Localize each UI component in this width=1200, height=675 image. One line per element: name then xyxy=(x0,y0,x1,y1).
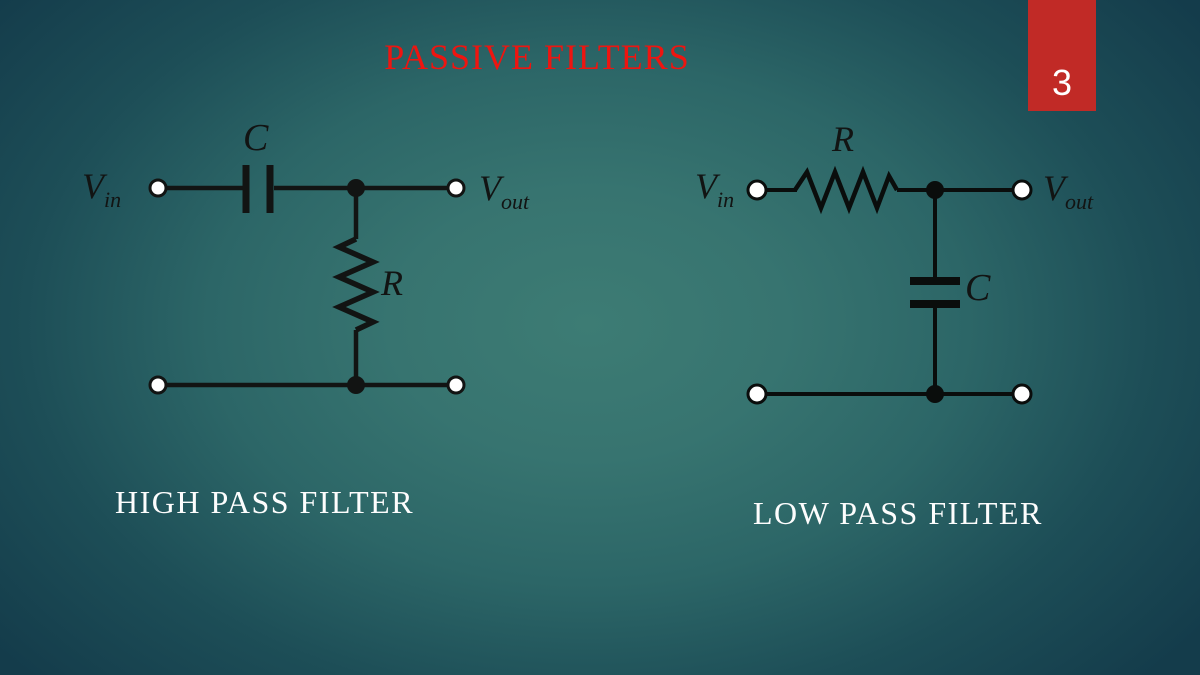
hp-vout-subscript: out xyxy=(501,189,530,214)
slide-title: PASSIVE FILTERS xyxy=(384,37,690,77)
lp-vin-symbol: V xyxy=(695,166,717,206)
lp-vout-label: Vout xyxy=(1043,170,1093,213)
hp-resistor-label: R xyxy=(381,263,403,303)
resistor xyxy=(332,236,380,333)
hp-vin-symbol: V xyxy=(82,166,104,206)
low-pass-caption: LOW PASS FILTER xyxy=(753,495,1043,531)
lp-capacitor-label: C xyxy=(965,267,991,309)
terminal xyxy=(746,383,768,405)
lp-vout-symbol: V xyxy=(1043,168,1065,208)
high-pass-circuit-diagram xyxy=(148,165,466,395)
hp-vout-label: Vout xyxy=(479,170,529,213)
resistor xyxy=(793,165,899,215)
lp-vin-subscript: in xyxy=(717,187,735,212)
terminal xyxy=(1011,383,1033,405)
low-pass-circuit-diagram xyxy=(746,165,1033,405)
page-number: 3 xyxy=(1051,62,1073,103)
hp-vout-symbol: V xyxy=(479,168,501,208)
terminal xyxy=(148,375,168,395)
junction-dot xyxy=(926,181,944,199)
hp-capacitor-label: C xyxy=(243,117,269,159)
terminal xyxy=(446,178,466,198)
page-number-box: 3 xyxy=(1028,0,1096,111)
high-pass-caption: HIGH PASS FILTER xyxy=(115,484,415,520)
hp-vin-label: Vin xyxy=(82,168,121,211)
junction-dot xyxy=(347,179,365,197)
hp-vin-subscript: in xyxy=(104,187,122,212)
lp-vout-subscript: out xyxy=(1065,189,1094,214)
terminal xyxy=(1011,179,1033,201)
junction-dot xyxy=(926,385,944,403)
lp-vin-label: Vin xyxy=(695,168,734,211)
lp-resistor-label: R xyxy=(832,119,854,159)
terminal xyxy=(148,178,168,198)
terminal xyxy=(446,375,466,395)
junction-dot xyxy=(347,376,365,394)
terminal xyxy=(746,179,768,201)
